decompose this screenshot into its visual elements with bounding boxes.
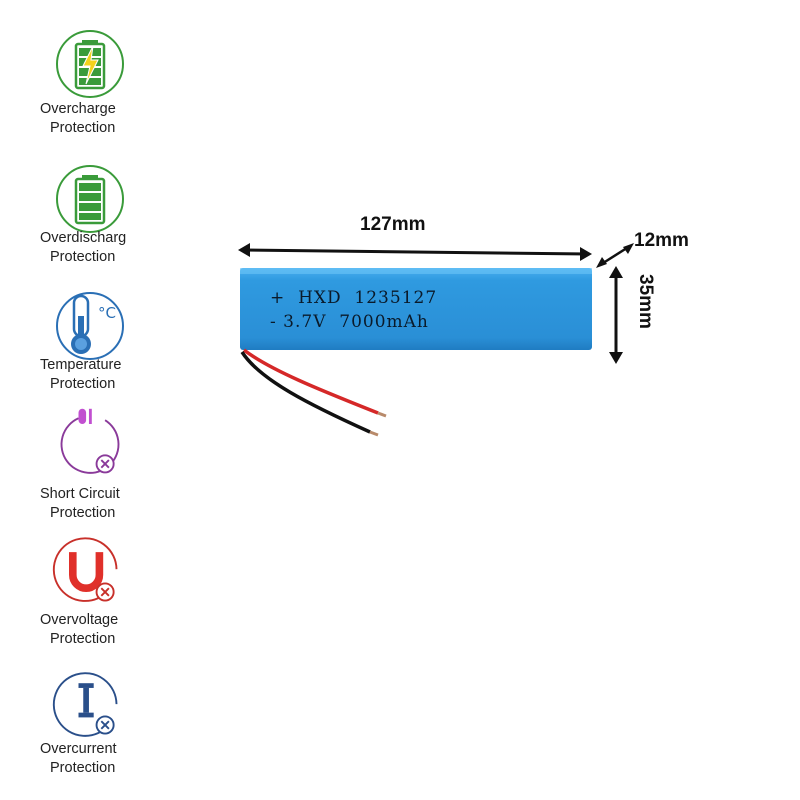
feature-title: Short Circuit xyxy=(40,486,120,502)
battery-illustration xyxy=(238,243,634,437)
feature-label: Overcharge Protection xyxy=(40,100,126,138)
feature-title: Overdischarge xyxy=(40,230,126,246)
celsius-unit: °C xyxy=(98,304,116,322)
feature-title: Overcharge xyxy=(40,101,116,117)
battery-body xyxy=(240,268,592,350)
thickness-arrow xyxy=(596,243,634,268)
model-number: HXD 1235127 xyxy=(298,288,438,308)
battery-label-line1: + HXD 1235127 xyxy=(270,288,437,308)
length-dimension: 127mm xyxy=(360,214,426,235)
voltage-icon xyxy=(52,537,118,602)
feature-subtitle: Protection xyxy=(50,249,116,265)
feature-title: Temperature xyxy=(40,357,122,373)
current-icon xyxy=(52,672,118,737)
feature-subtitle: Protection xyxy=(50,505,116,521)
negative-sign: - xyxy=(270,312,277,332)
protection-features-list: Overcharge Protection Overdischarge Prot… xyxy=(0,0,130,800)
feature-title: Overvoltage xyxy=(40,612,119,628)
length-arrow xyxy=(238,243,592,261)
black-wire xyxy=(240,351,371,434)
feature-subtitle: Protection xyxy=(50,760,116,776)
feature-label: Temperature Protection xyxy=(40,356,126,394)
red-wire xyxy=(242,348,379,415)
feature-label: Short Circuit Protection xyxy=(40,485,126,523)
feature-label: Overdischarge Protection xyxy=(40,229,126,267)
battery-charging-icon xyxy=(56,30,124,98)
feature-label: Overvoltage Protection xyxy=(40,611,126,649)
battery-label-line2: - 3.7V 7000mAh xyxy=(270,312,429,332)
thickness-dimension: 12mm xyxy=(634,230,689,251)
positive-sign: + xyxy=(270,288,286,308)
width-dimension: 35mm xyxy=(635,274,656,329)
battery-specs: 3.7V 7000mAh xyxy=(283,312,429,332)
feature-title: Overcurrent xyxy=(40,741,117,757)
feature-subtitle: Protection xyxy=(50,120,116,136)
feature-subtitle: Protection xyxy=(50,631,116,647)
feature-subtitle: Protection xyxy=(50,376,116,392)
feature-label: Overcurrent Protection xyxy=(40,740,126,778)
battery-full-icon xyxy=(56,165,124,233)
short-circuit-icon xyxy=(60,408,120,474)
width-arrow xyxy=(609,266,623,364)
thermometer-icon: °C xyxy=(56,292,124,360)
